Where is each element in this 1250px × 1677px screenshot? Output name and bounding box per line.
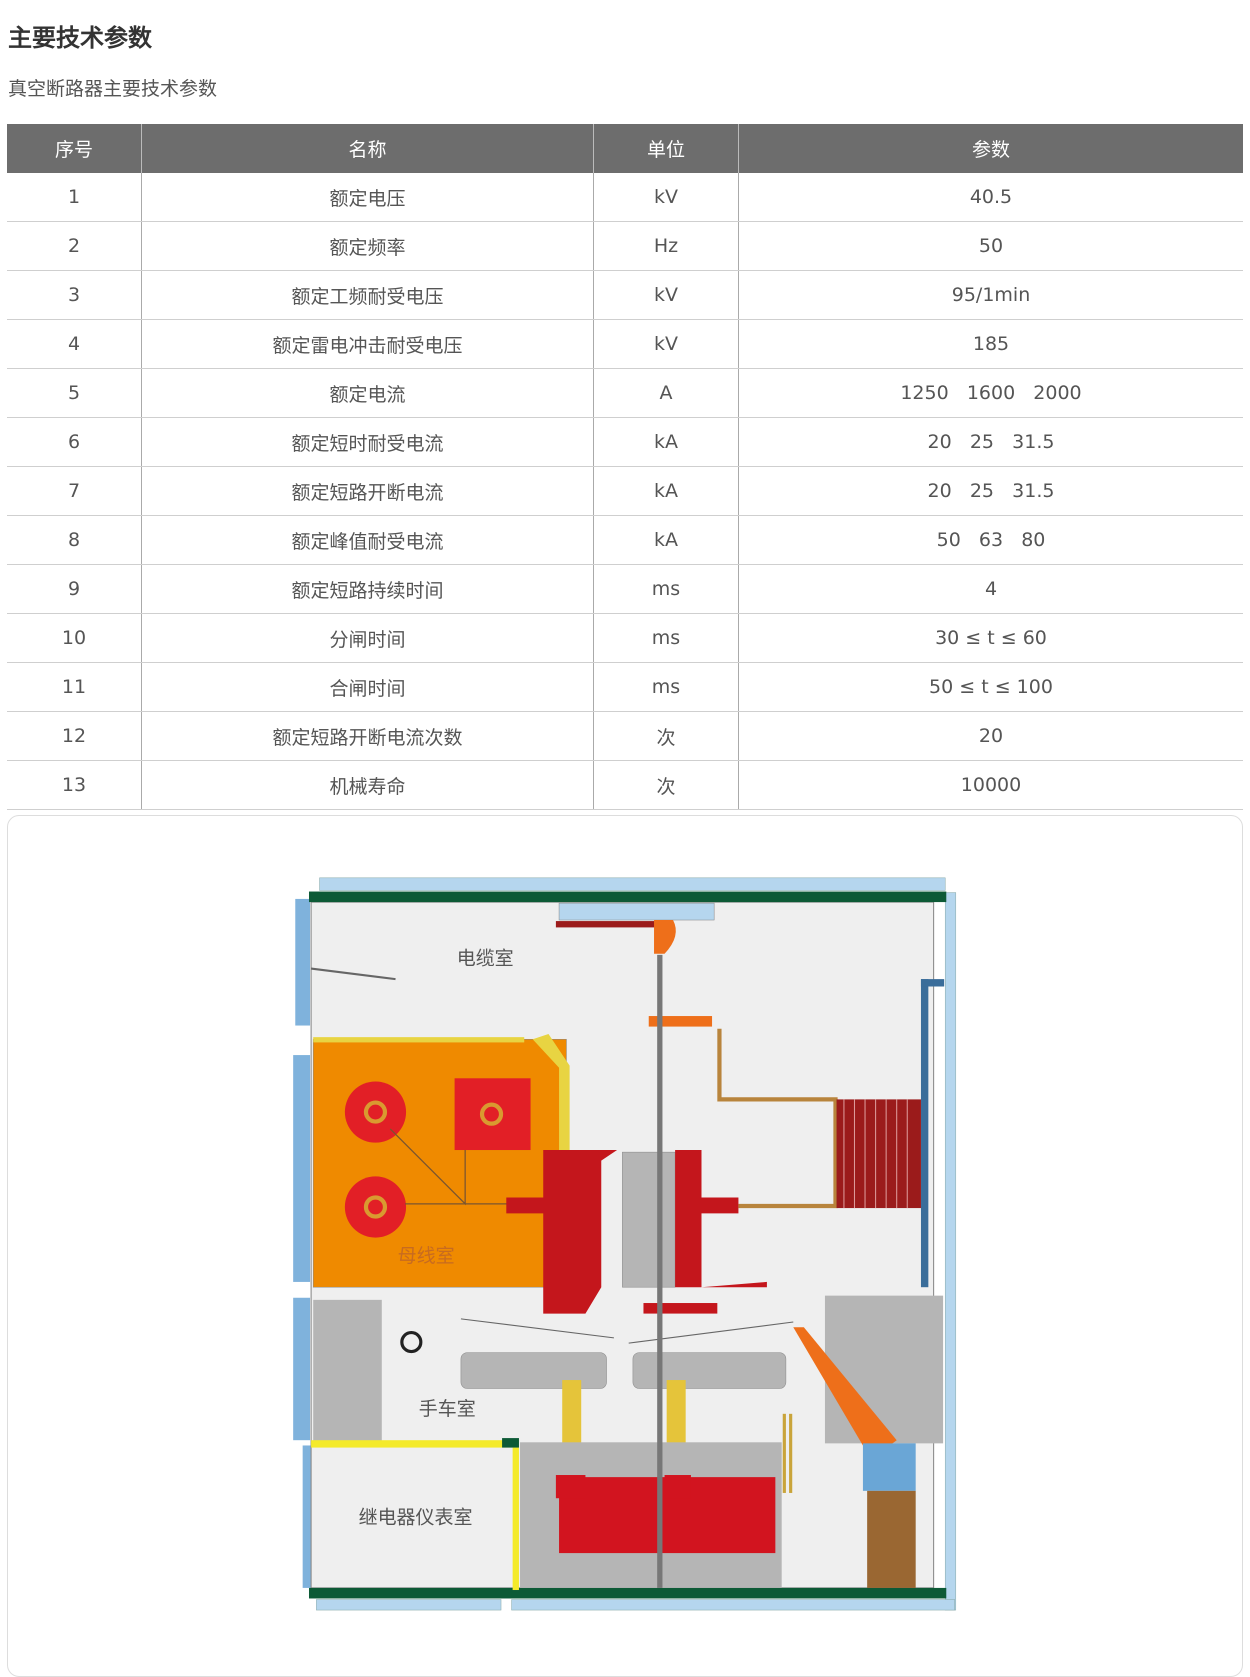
section-subtitle: 真空断路器主要技术参数 <box>8 78 218 100</box>
cell-unit: ms <box>593 613 739 663</box>
header-index: 序号 <box>7 124 142 173</box>
cell-unit: A <box>593 368 739 418</box>
cell-value: 50 ≤ t ≤ 100 <box>738 662 1243 712</box>
cell-index: 11 <box>7 662 142 712</box>
switchgear-cross-section-diagram: 电缆室 母线室 手车室 继电器仪表室 <box>293 877 957 1611</box>
cell-index: 5 <box>7 368 142 418</box>
header-unit: 单位 <box>593 124 739 173</box>
cell-index: 3 <box>7 270 142 320</box>
cell-index: 13 <box>7 760 142 810</box>
cell-index: 1 <box>7 173 142 222</box>
cell-unit: Hz <box>593 221 739 271</box>
cell-index: 4 <box>7 319 142 369</box>
cell-index: 9 <box>7 564 142 614</box>
cell-unit: ms <box>593 662 739 712</box>
cell-value: 50 <box>738 221 1243 271</box>
cell-value: 20 25 31.5 <box>738 417 1243 467</box>
cell-value: 185 <box>738 319 1243 369</box>
cell-unit: kV <box>593 270 739 320</box>
cell-value: 4 <box>738 564 1243 614</box>
cell-name: 额定短路开断电流次数 <box>141 711 594 761</box>
cell-value: 40.5 <box>738 173 1243 222</box>
label-busbar-room: 母线室 <box>398 1245 455 1267</box>
table-header-row: 序号 名称 单位 参数 <box>7 124 1243 173</box>
cell-unit: ms <box>593 564 739 614</box>
cell-index: 12 <box>7 711 142 761</box>
cell-name: 额定电压 <box>141 173 594 222</box>
cell-name: 合闸时间 <box>141 662 594 712</box>
cell-value: 95/1min <box>738 270 1243 320</box>
cell-unit: kA <box>593 515 739 565</box>
cell-unit: kA <box>593 466 739 516</box>
cell-name: 额定电流 <box>141 368 594 418</box>
cell-value: 10000 <box>738 760 1243 810</box>
cell-index: 2 <box>7 221 142 271</box>
cell-name: 机械寿命 <box>141 760 594 810</box>
label-relay-room: 继电器仪表室 <box>359 1507 473 1529</box>
cell-unit: kV <box>593 319 739 369</box>
header-value: 参数 <box>738 124 1243 173</box>
cell-index: 7 <box>7 466 142 516</box>
label-cable-room: 电缆室 <box>457 947 514 969</box>
page-title: 主要技术参数 <box>8 24 152 52</box>
cell-value: 1250 1600 2000 <box>738 368 1243 418</box>
cell-unit: kA <box>593 417 739 467</box>
cell-unit: kV <box>593 173 739 222</box>
cell-name: 额定频率 <box>141 221 594 271</box>
label-trolley-room: 手车室 <box>419 1398 476 1420</box>
cell-name: 额定峰值耐受电流 <box>141 515 594 565</box>
cell-value: 30 ≤ t ≤ 60 <box>738 613 1243 663</box>
cell-value: 50 63 80 <box>738 515 1243 565</box>
cell-index: 8 <box>7 515 142 565</box>
cell-name: 额定短时耐受电流 <box>141 417 594 467</box>
cell-name: 额定短路持续时间 <box>141 564 594 614</box>
cell-unit: 次 <box>593 711 739 761</box>
cell-name: 额定工频耐受电压 <box>141 270 594 320</box>
cell-name: 额定雷电冲击耐受电压 <box>141 319 594 369</box>
cell-index: 10 <box>7 613 142 663</box>
cell-unit: 次 <box>593 760 739 810</box>
cell-name: 分闸时间 <box>141 613 594 663</box>
cell-name: 额定短路开断电流 <box>141 466 594 516</box>
cell-value: 20 25 31.5 <box>738 466 1243 516</box>
header-name: 名称 <box>141 124 594 173</box>
cell-index: 6 <box>7 417 142 467</box>
cell-value: 20 <box>738 711 1243 761</box>
